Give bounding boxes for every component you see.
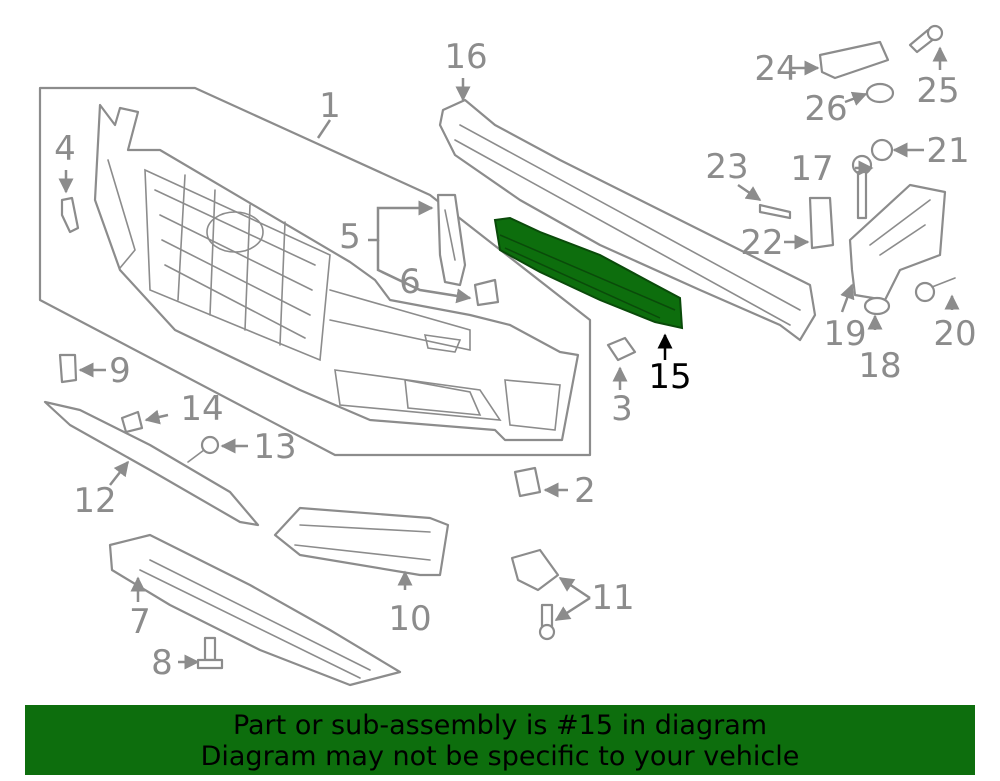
part-14-clip [120,410,144,434]
callout-11: 11 [591,578,634,618]
callout-23: 23 [705,147,748,187]
part-2-clip [513,466,542,498]
part-18-nut [863,296,891,316]
callout-21: 21 [926,131,969,171]
part-23-bolt [758,203,792,220]
callout-15: 15 [648,357,691,397]
callout-1: 1 [319,86,341,126]
part-25-bolt [908,24,944,54]
callout-3: 3 [611,389,633,429]
callout-20: 20 [933,314,976,354]
callout-14: 14 [180,389,223,429]
callout-9: 9 [109,351,131,391]
part-10-grille [273,506,450,577]
callout-8: 8 [151,643,173,683]
part-8-screw [196,636,224,670]
callout-16: 16 [444,37,487,77]
part-19-bracket [848,183,947,302]
bumper-cover [93,103,580,442]
part-16-reinforcement [438,98,817,342]
part-24-bracket [818,40,890,80]
part-21-nut [870,138,894,162]
parts-diagram: 1 2 3 4 5 6 7 8 9 10 11 12 13 14 15 16 1… [38,24,977,687]
part-3-clip [606,336,637,362]
part-5-bracket [436,193,467,287]
part-17-bolt [851,154,873,220]
part-4-emblem [60,196,80,234]
callout-22: 22 [740,223,783,263]
callout-5: 5 [339,217,361,257]
callout-17: 17 [790,149,833,189]
callout-12: 12 [73,481,116,521]
callout-7: 7 [129,602,151,642]
part-20-bolt [914,277,956,303]
callout-2: 2 [574,471,596,511]
part-26-nut [865,82,895,104]
part-9-clip [58,353,78,384]
part-15-energy-absorber [493,216,684,330]
callout-18: 18 [858,346,901,386]
info-banner: Part or sub-assembly is #15 in diagram D… [25,705,975,775]
callout-26: 26 [804,89,847,129]
callout-19: 19 [823,314,866,354]
part-13-screw [187,435,220,463]
part-6-clip [473,278,500,307]
part-11-bracket [510,548,560,641]
callout-13: 13 [253,427,296,467]
part-12-molding [43,400,260,527]
banner-line-1: Part or sub-assembly is #15 in diagram [232,710,768,741]
banner-line-2: Diagram may not be specific to your vehi… [200,741,800,772]
leader-lines [58,46,960,670]
part-22-bracket [808,196,835,250]
callout-24: 24 [754,49,797,89]
callout-10: 10 [388,599,431,639]
callout-4: 4 [54,129,76,169]
callouts: 1 2 3 4 5 6 7 8 9 10 11 12 13 14 15 16 1… [54,37,976,683]
callout-6: 6 [399,262,421,302]
callout-25: 25 [916,71,959,111]
